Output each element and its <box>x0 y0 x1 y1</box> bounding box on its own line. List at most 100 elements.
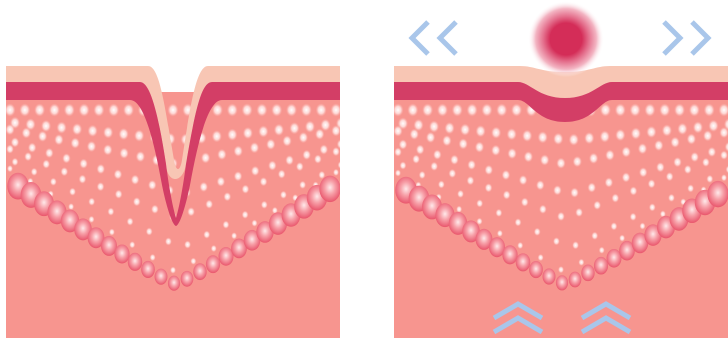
skin-cell <box>151 205 159 214</box>
skin-cell-large <box>193 263 206 280</box>
skin-cell <box>503 190 511 199</box>
skin-cell <box>69 188 76 196</box>
skin-cell <box>242 185 250 194</box>
skin-cell <box>79 175 87 184</box>
skin-cell-large <box>594 257 608 275</box>
skin-cell <box>600 103 611 116</box>
skin-cell <box>331 125 340 136</box>
skin-cell <box>569 134 579 146</box>
skin-cell <box>524 151 533 162</box>
skin-cell <box>394 147 402 156</box>
skin-cell <box>79 103 90 116</box>
skin-cell <box>338 161 345 169</box>
skin-cell <box>467 176 475 185</box>
skin-cell <box>687 184 694 192</box>
skin-cell <box>575 208 583 217</box>
skin-cell <box>452 103 463 116</box>
skin-cell <box>491 127 501 139</box>
skin-cell <box>234 145 243 156</box>
skin-cell <box>6 144 14 153</box>
skin-cell <box>467 160 476 170</box>
skin-cell <box>64 103 75 116</box>
skin-cell-large <box>181 271 194 287</box>
skin-cell <box>507 148 516 159</box>
skin-cell <box>42 160 50 169</box>
skin-cell <box>605 177 614 187</box>
skin-cell <box>224 192 232 201</box>
skin-cell <box>62 153 71 163</box>
skin-cell <box>119 148 128 159</box>
skin-cell-large <box>319 176 340 203</box>
skin-cell <box>539 205 547 214</box>
skin-cell <box>127 217 134 225</box>
skin-cell-large <box>581 264 594 281</box>
skin-cell <box>662 124 672 136</box>
skin-cell <box>168 103 179 116</box>
skin-cell <box>165 237 172 245</box>
skin-cell <box>302 150 311 160</box>
skin-cell <box>24 152 32 161</box>
skin-cell <box>720 151 728 160</box>
skin-cell <box>605 150 614 161</box>
skin-cell <box>690 152 699 162</box>
skin-cell-large <box>569 272 582 288</box>
skin-cell <box>438 180 445 188</box>
skin-cell <box>706 175 713 183</box>
skin-cell <box>79 159 88 169</box>
skin-cell <box>558 266 564 273</box>
skin-cell <box>234 171 243 181</box>
skin-cell <box>553 237 560 245</box>
skin-cell <box>591 232 598 240</box>
skin-cell <box>670 137 679 148</box>
skin-cell <box>103 126 113 138</box>
skin-cell <box>320 144 329 154</box>
skin-cell <box>109 228 115 235</box>
skin-cell <box>301 103 312 116</box>
skin-cell-large <box>168 276 180 291</box>
skin-cell <box>476 199 483 207</box>
skin-cell <box>687 133 696 144</box>
skin-cell <box>256 103 267 116</box>
skin-cell <box>593 201 601 210</box>
skin-cell <box>114 169 123 179</box>
skin-cell <box>615 129 625 141</box>
skin-cell <box>515 218 522 226</box>
skin-cell <box>266 139 275 150</box>
skin-cell <box>331 103 342 116</box>
skin-cell <box>131 175 140 185</box>
skin-cell <box>97 182 105 191</box>
skin-cell <box>677 123 687 135</box>
wrinkled-skin-panel <box>5 66 347 338</box>
double-chevron-left-icon <box>412 22 456 54</box>
skin-cell <box>38 131 47 142</box>
skin-cell <box>97 164 106 174</box>
skin-cell <box>572 241 579 249</box>
skin-cell <box>28 143 37 153</box>
skin-cell <box>422 103 433 116</box>
lifted-skin-panel <box>393 1 728 338</box>
skin-cell <box>708 147 717 157</box>
skin-cell <box>659 103 670 116</box>
skin-cell <box>646 126 656 138</box>
skin-cell <box>274 124 284 136</box>
skin-cell <box>570 188 579 198</box>
skin-cell <box>217 176 226 186</box>
skin-cell <box>557 212 565 221</box>
skin-cell <box>123 103 134 116</box>
skin-cell <box>50 178 57 186</box>
skin-cell <box>296 162 304 171</box>
skin-cell <box>573 156 582 167</box>
skin-cell <box>648 179 656 188</box>
skin-cell <box>521 198 529 207</box>
skin-cell <box>460 124 470 136</box>
skin-cell <box>260 177 268 186</box>
skin-cell <box>252 220 258 227</box>
skin-cell <box>285 155 294 165</box>
skin-cell <box>456 206 462 213</box>
skin-cell <box>654 140 663 151</box>
skin-cell <box>467 103 478 116</box>
skin-cell <box>639 167 648 177</box>
skin-cell <box>708 120 718 132</box>
skin-cell <box>630 213 637 221</box>
